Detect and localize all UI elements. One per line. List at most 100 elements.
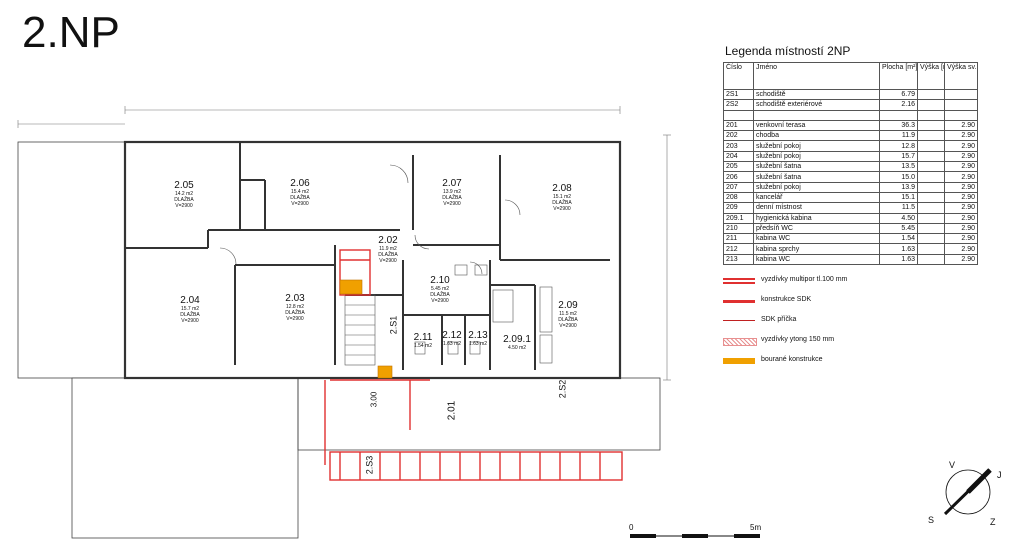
- legend-cell-h2: 2.90: [944, 222, 978, 235]
- legend-cell-h2: 2.90: [944, 130, 978, 142]
- legend-cell-h2: 2.90: [944, 253, 978, 266]
- legend-cell-area: 13.9: [879, 181, 918, 193]
- room-height: V=2900: [286, 316, 304, 322]
- legend-cell-name: hygienická kabina: [753, 212, 880, 224]
- demolished-orange: [339, 279, 393, 379]
- dimension-lines: [17, 106, 671, 381]
- legend-cell-name: venkovní terasa: [753, 119, 880, 132]
- legend-cell-num: 212: [723, 243, 754, 255]
- legend-cell-name: služební pokoj: [753, 140, 880, 152]
- legend-cell-height: [917, 181, 945, 193]
- legend-cell-area: 15.1: [879, 191, 918, 204]
- legend-cell-area: 4.50: [879, 212, 918, 224]
- legend-cell-h2: [944, 88, 978, 101]
- legend-key-label: vyzdívky ytong 150 mm: [761, 336, 835, 343]
- legend-cell-height: [917, 161, 945, 173]
- room-number: 2.03: [285, 293, 305, 304]
- room-floor: DLAŽBA: [442, 195, 462, 201]
- legend-cell-h2: 2.90: [944, 181, 978, 193]
- header-name: Jméno: [753, 62, 880, 90]
- legend-key-label: vyzdívky multipor tl.100 mm: [761, 276, 848, 283]
- legend-cell-num: 207: [723, 181, 754, 193]
- balcony-right: [297, 377, 661, 451]
- legend-cell-name: denní místnost: [753, 202, 880, 214]
- legend-cell-height: [917, 140, 945, 152]
- room-floor: DLAŽBA: [290, 195, 310, 201]
- room-number: 2.04: [180, 295, 200, 306]
- room-number: 2.13: [468, 330, 488, 341]
- legend-key-swatch: [723, 338, 757, 346]
- room-number: 2.10: [430, 275, 450, 286]
- room-height: V=2900: [175, 203, 193, 209]
- stair-label-s3: 2.S3: [364, 455, 375, 475]
- legend-cell-name: kabina sprchy: [753, 243, 880, 255]
- legend-cell-height: [917, 233, 945, 245]
- legend-cell-name: služební šatna: [753, 161, 880, 173]
- legend-cell-h2: 2.90: [944, 243, 978, 255]
- scale-end: 5m: [750, 523, 762, 532]
- legend-cell-name: [753, 109, 880, 121]
- legend-cell-area: 11.5: [879, 202, 918, 214]
- legend-cell-area: 12.8: [879, 140, 918, 152]
- legend-cell-h2: 2.90: [944, 150, 978, 163]
- legend-key-label: SDK příčka: [761, 316, 797, 323]
- room-number: 2.09: [558, 300, 578, 311]
- interior-walls: [125, 142, 610, 370]
- legend-cell-num: 206: [723, 171, 754, 183]
- legend-cell-height: [917, 202, 945, 214]
- room-area: 4.50 m2: [507, 345, 527, 351]
- legend-cell-name: služební šatna: [753, 171, 880, 183]
- legend-cell-height: [917, 119, 945, 132]
- room-number: 2.12: [442, 330, 462, 341]
- legend-cell-area: [879, 109, 918, 121]
- room-label: 2.01: [447, 401, 458, 420]
- room-area: 13.9 m2: [442, 189, 462, 195]
- room-floor: DLAŽBA: [174, 197, 194, 203]
- room-number: 2.08: [552, 183, 572, 194]
- legend-cell-num: 2S2: [723, 99, 754, 111]
- legend-cell-name: služební pokoj: [753, 181, 880, 193]
- legend-cell-area: 1.63: [879, 253, 918, 266]
- legend-cell-h2: 2.90: [944, 171, 978, 183]
- room-height: V=2900: [431, 298, 449, 304]
- room-area: 15.4 m2: [290, 189, 310, 195]
- room-height: V=2900: [553, 206, 571, 212]
- legend-cell-area: 15.0: [879, 171, 918, 183]
- legend-key-swatch: [723, 320, 755, 321]
- room-area: 12.8 m2: [285, 304, 305, 310]
- room-number: 2.01: [446, 400, 458, 421]
- legend-cell-area: 15.7: [879, 150, 918, 163]
- room-height: V=2900: [181, 318, 199, 324]
- legend-cell-num: 202: [723, 130, 754, 142]
- legend-cell-h2: 2.90: [944, 161, 978, 173]
- legend-cell-area: 6.79: [879, 88, 918, 101]
- legend-cell-height: [917, 212, 945, 224]
- legend-cell-num: 210: [723, 222, 754, 235]
- legend-cell-area: 1.63: [879, 243, 918, 255]
- scale-start: 0: [629, 523, 634, 532]
- legend-key-label: konstrukce SDK: [761, 296, 812, 303]
- room-number: 2.09.1: [503, 334, 531, 345]
- compass-j: J: [997, 470, 1002, 480]
- legend-key-swatch: [723, 300, 755, 303]
- room-area: 14.2 m2: [174, 191, 194, 197]
- room-area: 5.45 m2: [430, 286, 450, 292]
- legend-key-swatch: [723, 358, 755, 364]
- legend-cell-height: [917, 150, 945, 163]
